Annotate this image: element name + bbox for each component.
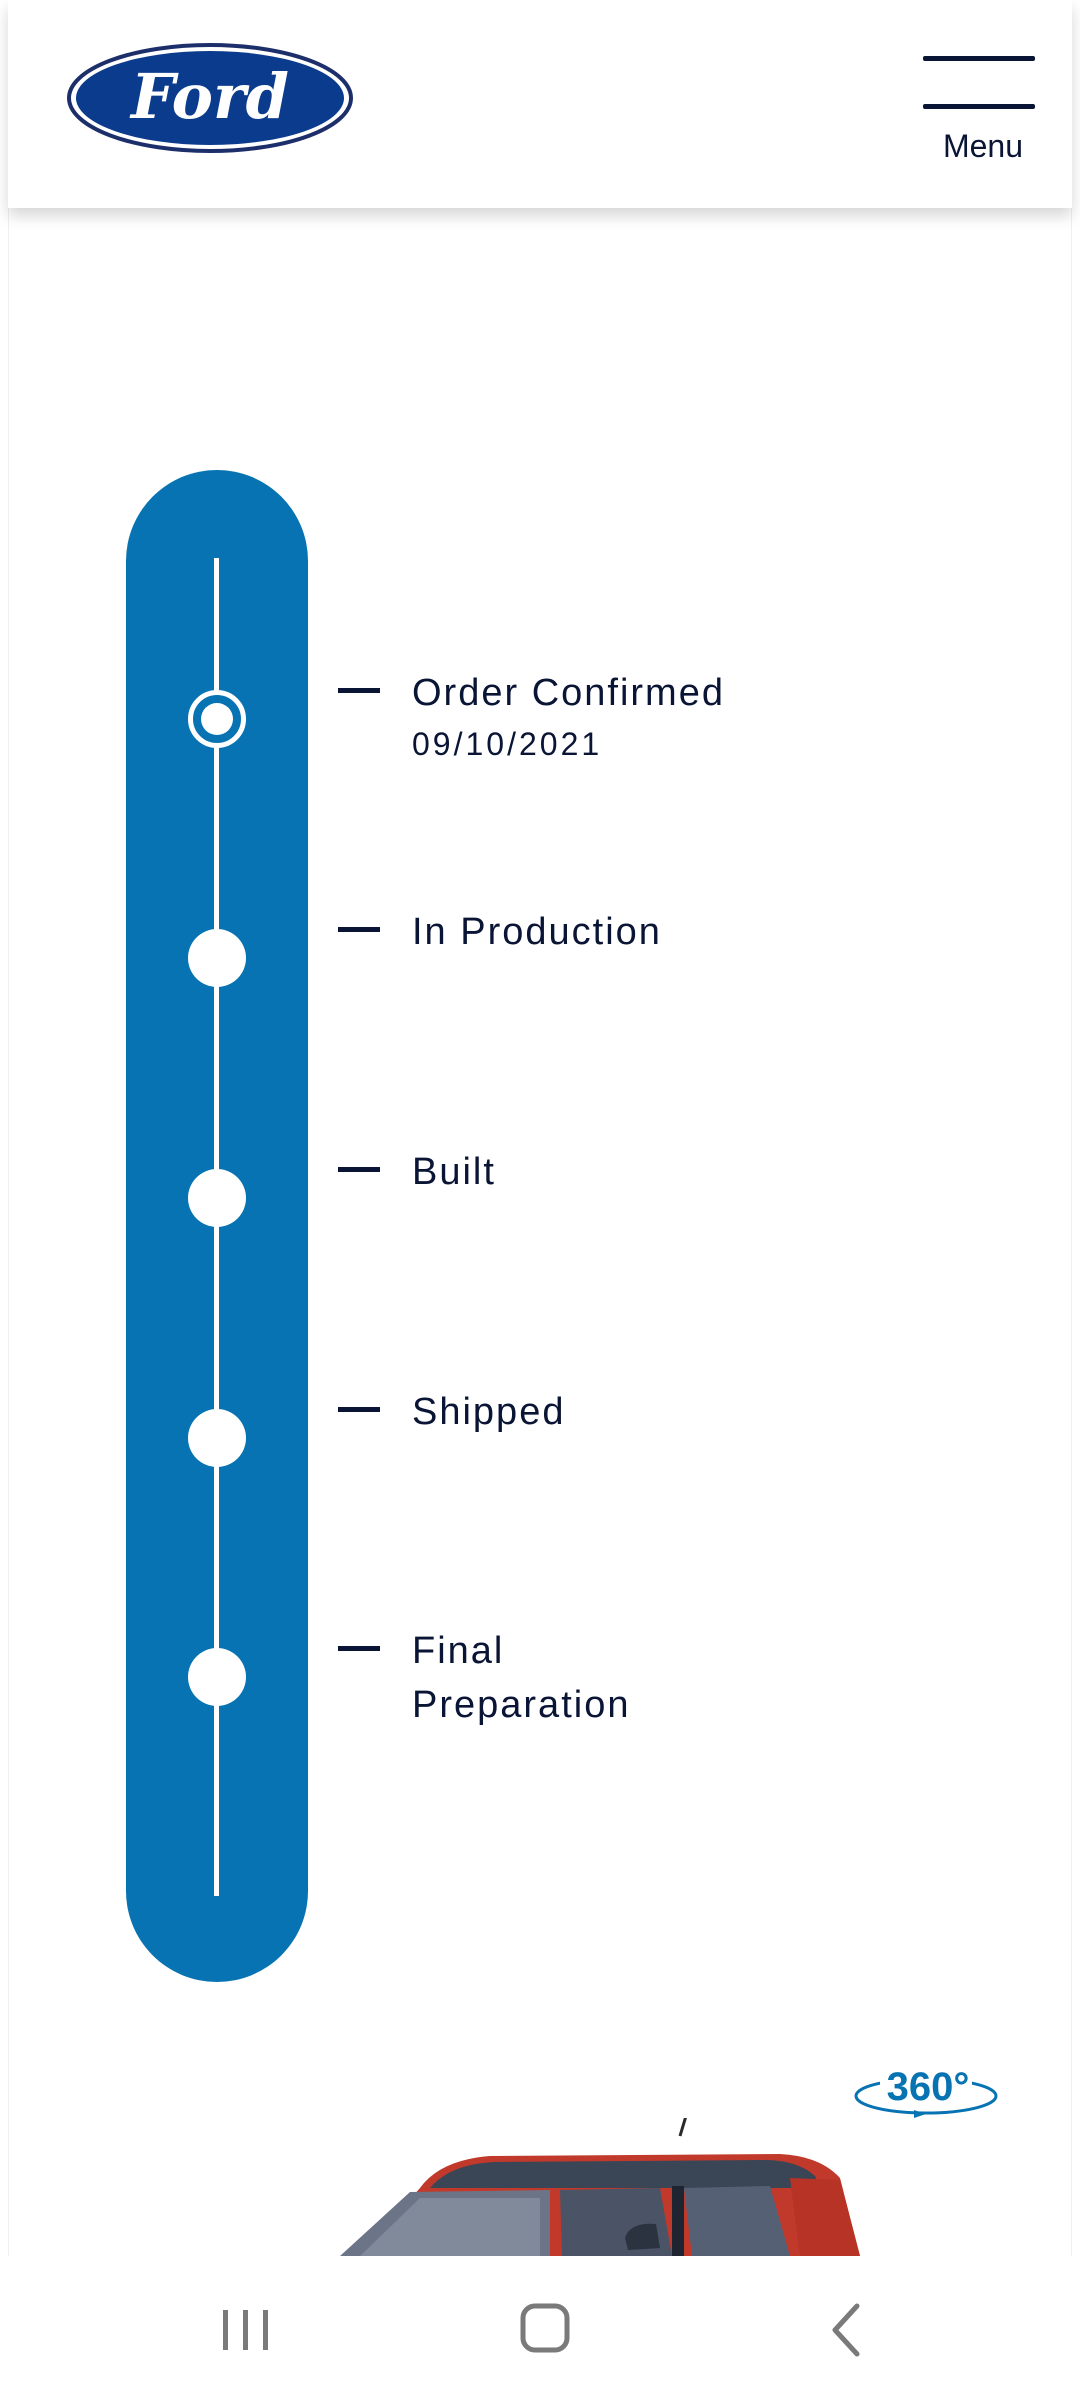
step-dot-built bbox=[188, 1169, 246, 1227]
step-label: In Production bbox=[412, 911, 662, 953]
ford-logo-text: Ford bbox=[129, 60, 289, 133]
menu-button[interactable]: Menu bbox=[913, 40, 1053, 170]
step-dot-final-preparation bbox=[188, 1648, 246, 1706]
ford-logo[interactable]: Ford bbox=[66, 42, 354, 154]
step-label: Built bbox=[412, 1151, 496, 1193]
step-dash bbox=[338, 1407, 380, 1412]
order-progress-track bbox=[126, 470, 308, 1982]
back-button[interactable] bbox=[795, 2284, 895, 2374]
recents-icon bbox=[223, 2310, 268, 2350]
step-dash bbox=[338, 1167, 380, 1172]
site-header: Ford Menu bbox=[8, 0, 1072, 208]
step-date: 09/10/2021 bbox=[412, 726, 603, 762]
vehicle-image[interactable] bbox=[300, 2118, 880, 2256]
step-dot-shipped bbox=[188, 1409, 246, 1467]
recents-button[interactable] bbox=[195, 2284, 295, 2374]
step-dash bbox=[338, 927, 380, 932]
back-icon bbox=[832, 2303, 860, 2357]
step-label: Shipped bbox=[412, 1391, 566, 1433]
step-label: Final Preparation bbox=[412, 1630, 631, 1726]
home-button[interactable] bbox=[495, 2284, 595, 2374]
system-navigation-bar bbox=[0, 2256, 1080, 2400]
step-dash bbox=[338, 1646, 380, 1651]
truck-illustration bbox=[340, 2118, 860, 2256]
step-dot-order-confirmed bbox=[188, 690, 246, 748]
view-360-button[interactable]: 360° bbox=[852, 2056, 1000, 2126]
menu-label: Menu bbox=[942, 128, 1024, 164]
view-360-label: 360° bbox=[887, 2065, 970, 2109]
home-icon bbox=[520, 2303, 570, 2353]
step-dash bbox=[338, 688, 380, 693]
step-dot-in-production bbox=[188, 929, 246, 987]
step-label: Order Confirmed bbox=[412, 672, 725, 714]
hamburger-icon bbox=[923, 48, 1035, 112]
progress-line bbox=[214, 558, 219, 1896]
